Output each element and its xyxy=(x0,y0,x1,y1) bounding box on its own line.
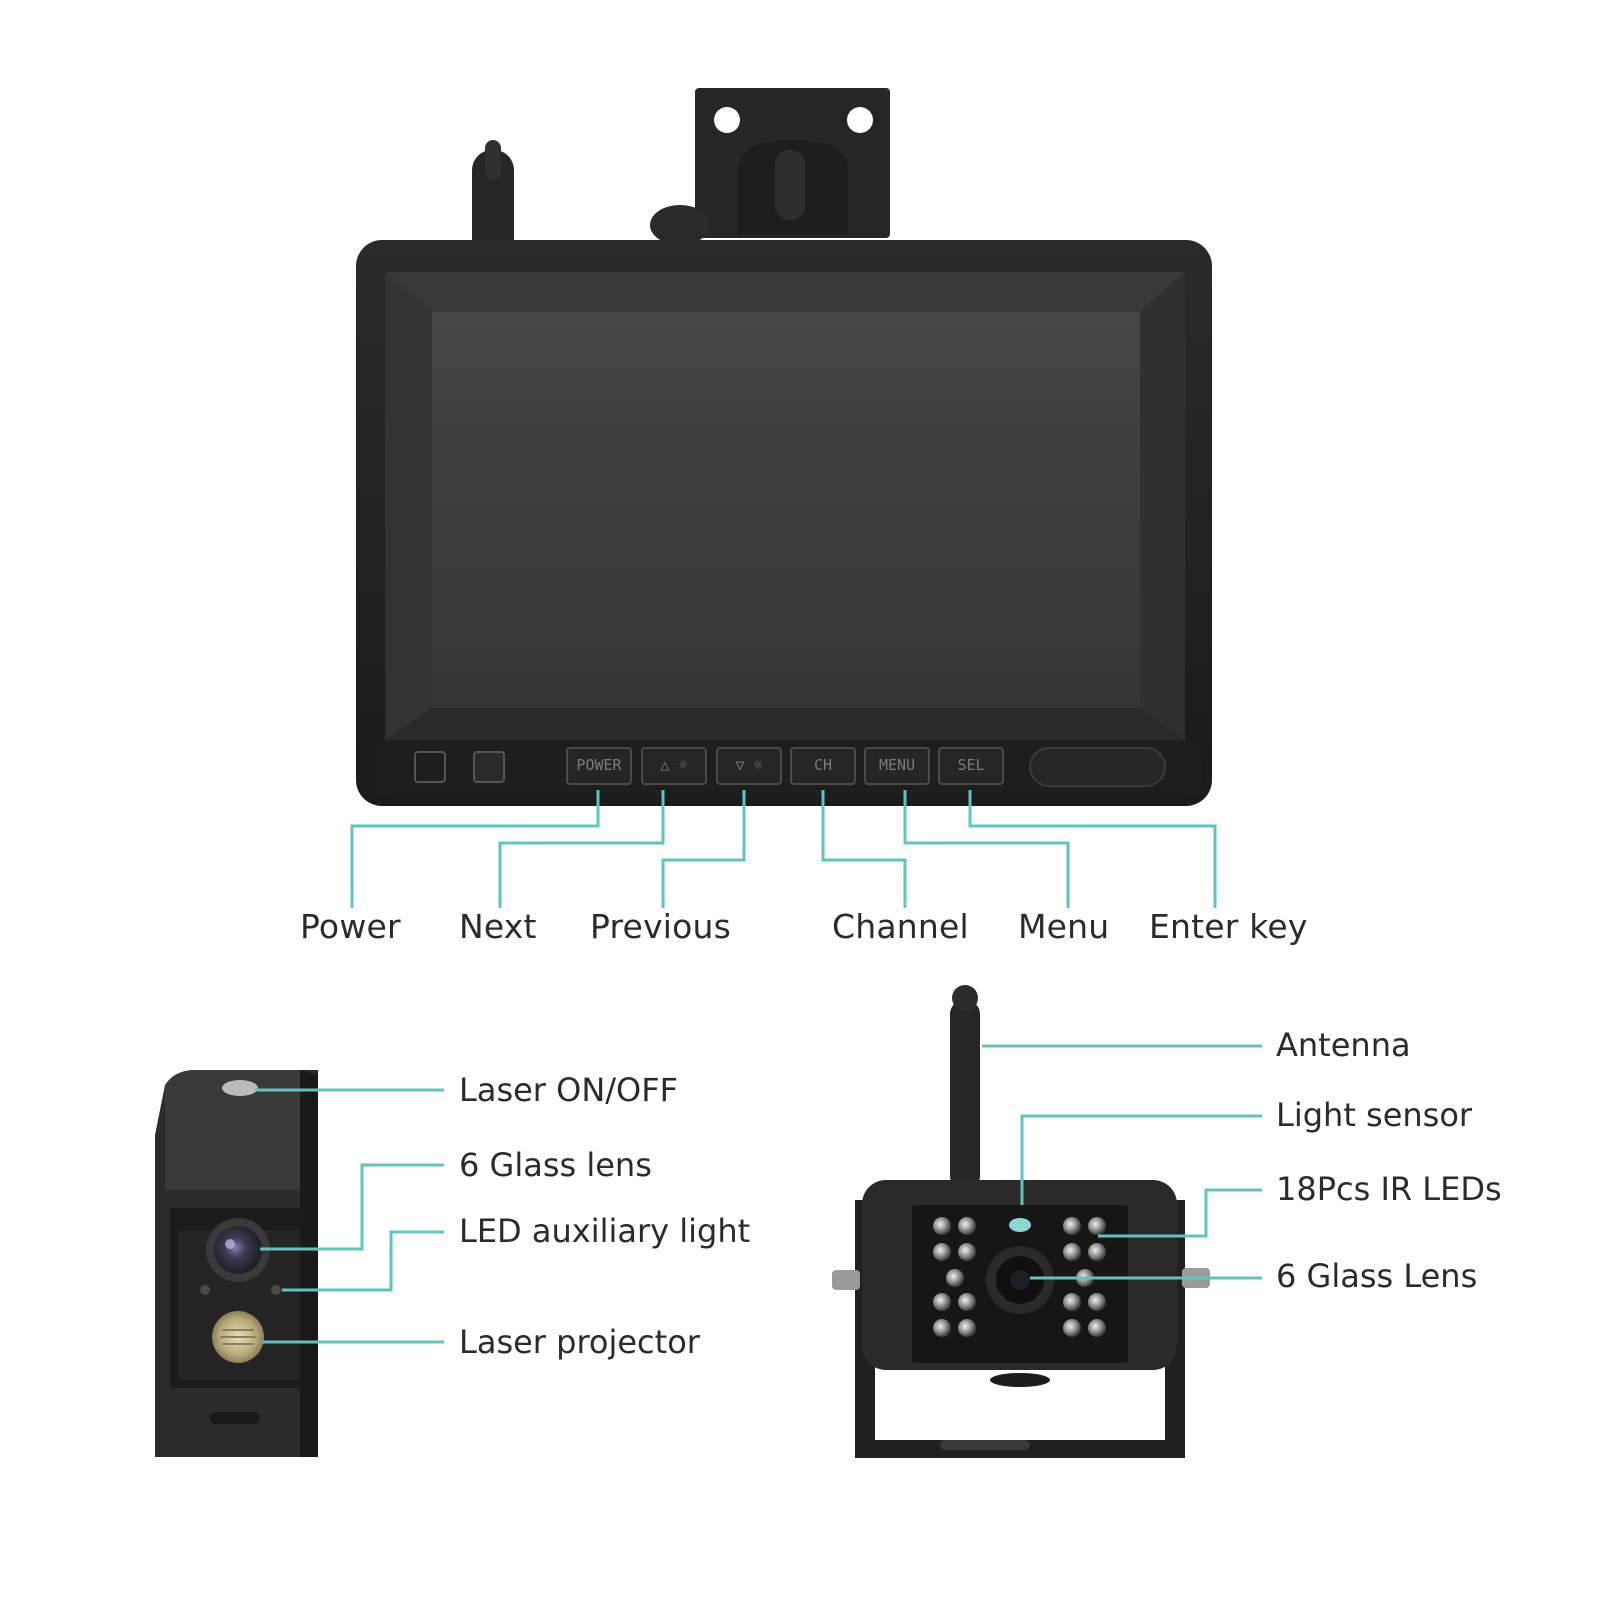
monitor-button-row: POWER △ ☼ ▽ ☼ CH MENU SEL xyxy=(566,747,1004,785)
label-glass-lens-right: 6 Glass Lens xyxy=(1276,1257,1478,1295)
ir-led xyxy=(1063,1319,1081,1337)
callout-enter xyxy=(968,790,1217,908)
ir-camera-callouts xyxy=(982,1044,1262,1280)
laser-camera xyxy=(155,1070,318,1457)
ir-led xyxy=(933,1243,951,1261)
laser-camera-callouts xyxy=(255,1088,444,1344)
callout-power xyxy=(350,790,600,908)
monitor: POWER △ ☼ ▽ ☼ CH MENU SEL xyxy=(356,88,1212,806)
monitor-enter-button[interactable]: SEL xyxy=(938,747,1004,785)
callout-ir-leds xyxy=(1098,1188,1262,1238)
label-laser-projector: Laser projector xyxy=(459,1323,700,1361)
ir-led xyxy=(933,1319,951,1337)
ir-led xyxy=(933,1217,951,1235)
laser-switch xyxy=(222,1080,258,1096)
callout-next xyxy=(498,790,665,908)
monitor-next-button[interactable]: △ ☼ xyxy=(641,747,707,785)
monitor-next-button-face: △ ☼ xyxy=(660,756,688,774)
label-led-light: LED auxiliary light xyxy=(459,1212,751,1250)
ir-led xyxy=(1063,1293,1081,1311)
monitor-previous-button-face: ▽ ☼ xyxy=(735,756,763,774)
ir-camera xyxy=(832,985,1210,1458)
monitor-antenna xyxy=(472,150,514,260)
ir-led xyxy=(958,1243,976,1261)
led-light-left xyxy=(200,1285,210,1295)
callout-menu xyxy=(903,790,1070,908)
ir-led xyxy=(1088,1243,1106,1261)
monitor-enter-button-face: SEL xyxy=(957,756,984,774)
monitor-power-button-face: POWER xyxy=(576,756,622,774)
ir-led xyxy=(1088,1319,1106,1337)
label-previous: Previous xyxy=(590,907,732,946)
label-next: Next xyxy=(459,907,537,946)
label-ir-leds: 18Pcs IR LEDs xyxy=(1276,1170,1502,1208)
callout-light-sensor xyxy=(1020,1114,1262,1205)
monitor-channel-button[interactable]: CH xyxy=(790,747,856,785)
monitor-screen xyxy=(432,312,1140,708)
monitor-channel-button-face: CH xyxy=(814,756,832,774)
label-power: Power xyxy=(300,907,401,946)
ir-led xyxy=(946,1269,964,1287)
monitor-power-button[interactable]: POWER xyxy=(566,747,632,785)
monitor-menu-button-face: MENU xyxy=(879,756,915,774)
label-enter-key: Enter key xyxy=(1149,907,1308,946)
ir-led xyxy=(1063,1217,1081,1235)
light-sensor xyxy=(1009,1218,1031,1232)
ir-camera-antenna xyxy=(950,1000,980,1190)
ir-led xyxy=(1063,1243,1081,1261)
ir-led xyxy=(1088,1293,1106,1311)
callout-glass-lens xyxy=(260,1163,444,1251)
label-laser-switch: Laser ON/OFF xyxy=(459,1071,679,1109)
callout-led-light xyxy=(282,1230,444,1292)
label-channel: Channel xyxy=(832,907,969,946)
led-light-right xyxy=(271,1285,281,1295)
ir-led xyxy=(958,1293,976,1311)
ir-led xyxy=(958,1319,976,1337)
label-antenna: Antenna xyxy=(1276,1026,1411,1064)
label-glass-lens-left: 6 Glass lens xyxy=(459,1146,652,1184)
callout-previous xyxy=(661,790,746,908)
ir-led xyxy=(1088,1217,1106,1235)
ir-led xyxy=(933,1293,951,1311)
label-menu: Menu xyxy=(1018,907,1110,946)
monitor-menu-button[interactable]: MENU xyxy=(864,747,930,785)
callout-channel xyxy=(821,790,907,908)
ir-led xyxy=(958,1217,976,1235)
label-light-sensor: Light sensor xyxy=(1276,1096,1473,1134)
monitor-previous-button[interactable]: ▽ ☼ xyxy=(716,747,782,785)
monitor-callouts xyxy=(350,790,1217,908)
